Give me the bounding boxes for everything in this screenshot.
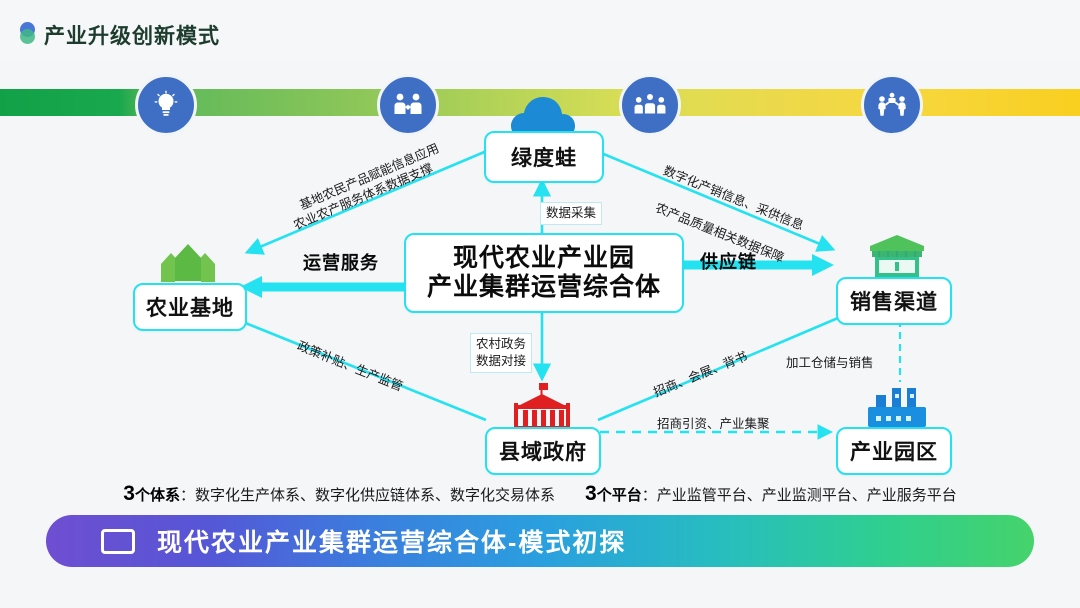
bottom-banner: 现代农业产业集群运营综合体-模式初探 (46, 515, 1034, 567)
rectangle-outline-icon (101, 528, 135, 554)
page-title: 产业升级创新模式 (44, 25, 220, 48)
summary-systems-count: 3 (123, 482, 135, 505)
label-data-collection: 数据采集 (540, 202, 603, 225)
node-agriculture-base[interactable]: 农业基地 (133, 283, 247, 331)
node-sales-channel[interactable]: 销售渠道 (836, 277, 952, 325)
two-circles-logo-icon (18, 22, 38, 44)
label-rural-affairs: 农村政务 数据对接 (470, 333, 533, 373)
shop-stall-icon (862, 232, 932, 289)
label-investment-attraction: 招商引资、产业集聚 (657, 417, 770, 431)
node-industrial-park-label: 产业园区 (850, 441, 938, 464)
node-county-government-label: 县域政府 (499, 441, 587, 464)
node-center[interactable]: 现代农业产业园 产业集群运营综合体 (404, 233, 684, 313)
handshake-people-icon (377, 74, 439, 136)
node-cloud-label: 绿度蛙 (511, 147, 577, 170)
bottom-banner-title: 现代农业产业集群运营综合体-模式初探 (157, 529, 627, 557)
summary-systems: 3个体系：数字化生产体系、数字化供应链体系、数字化交易体系 (123, 482, 555, 506)
label-rural-affairs-line2: 数据对接 (476, 353, 527, 368)
celebrate-people-icon (861, 74, 923, 136)
summary-platforms: 3个平台：产业监管平台、产业监测平台、产业服务平台 (585, 482, 957, 506)
node-agriculture-base-label: 农业基地 (146, 297, 234, 320)
label-operation-service: 运营服务 (303, 253, 379, 273)
greenhouse-icon (155, 242, 221, 293)
summary-platforms-text: ：产业监管平台、产业监测平台、产业服务平台 (641, 487, 957, 504)
summary-platforms-count: 3 (585, 482, 597, 505)
node-industrial-park[interactable]: 产业园区 (836, 427, 952, 475)
cloud-icon (505, 95, 579, 146)
node-cloud[interactable]: 绿度蛙 (484, 131, 604, 183)
summary-platforms-unit: 个平台 (596, 487, 642, 504)
lightbulb-icon (135, 74, 197, 136)
summary-row: 3个体系：数字化生产体系、数字化供应链体系、数字化交易体系 3个平台：产业监管平… (0, 480, 1080, 508)
node-center-line1: 现代农业产业园 (452, 244, 635, 273)
node-center-line2: 产业集群运营综合体 (426, 273, 661, 301)
node-sales-channel-label: 销售渠道 (850, 291, 938, 314)
node-county-government[interactable]: 县域政府 (485, 427, 601, 475)
label-supply-chain: 供应链 (700, 252, 757, 272)
summary-systems-unit: 个体系 (134, 487, 180, 504)
summary-systems-text: ：数字化生产体系、数字化供应链体系、数字化交易体系 (179, 487, 555, 504)
page-header: 产业升级创新模式 (0, 0, 1080, 62)
label-processing-storage: 加工仓储与销售 (786, 356, 874, 370)
label-rural-affairs-line1: 农村政务 (476, 337, 527, 351)
team-meeting-icon (619, 74, 681, 136)
